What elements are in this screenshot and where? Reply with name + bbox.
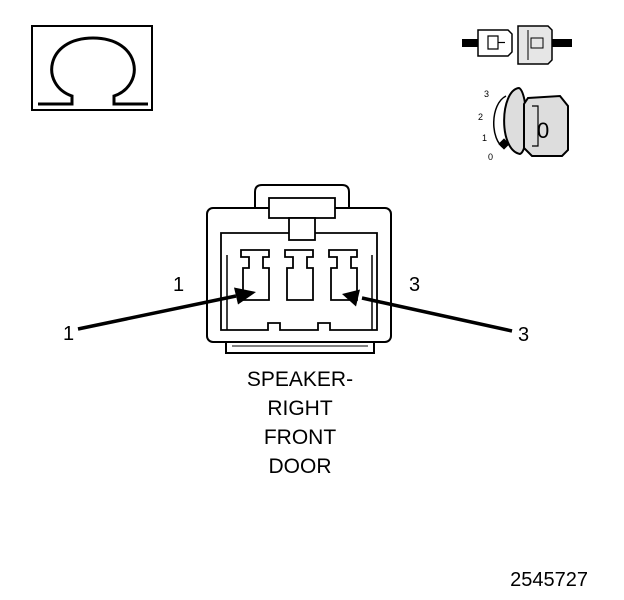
caption-line: DOOR — [269, 455, 332, 478]
figure-id: 2545727 — [510, 569, 588, 591]
speaker-connector — [206, 184, 392, 354]
ohmmeter-icon — [31, 25, 153, 111]
unplugged-connector-icon — [462, 25, 572, 65]
key-position-label: 0 — [488, 152, 493, 162]
key-position-label: 2 — [478, 112, 483, 122]
pin-3-callout-label: 3 — [518, 324, 529, 346]
caption-line: FRONT — [264, 426, 336, 449]
pin-3-arrow — [342, 289, 513, 333]
key-label: 0 — [537, 118, 549, 143]
connector-caption: SPEAKER- RIGHT FRONT DOOR — [247, 368, 353, 478]
key-position-label: 3 — [484, 89, 489, 99]
caption-line: RIGHT — [267, 397, 333, 420]
key-position-label: 1 — [482, 133, 487, 143]
cavity-3-label: 3 — [409, 274, 420, 296]
pin-1-arrow — [77, 287, 256, 331]
ignition-key-icon: 3 2 1 0 0 — [478, 86, 569, 162]
cavity-1-label: 1 — [173, 274, 184, 296]
caption-line: SPEAKER- — [247, 368, 353, 391]
pin-1-callout-label: 1 — [63, 323, 74, 345]
